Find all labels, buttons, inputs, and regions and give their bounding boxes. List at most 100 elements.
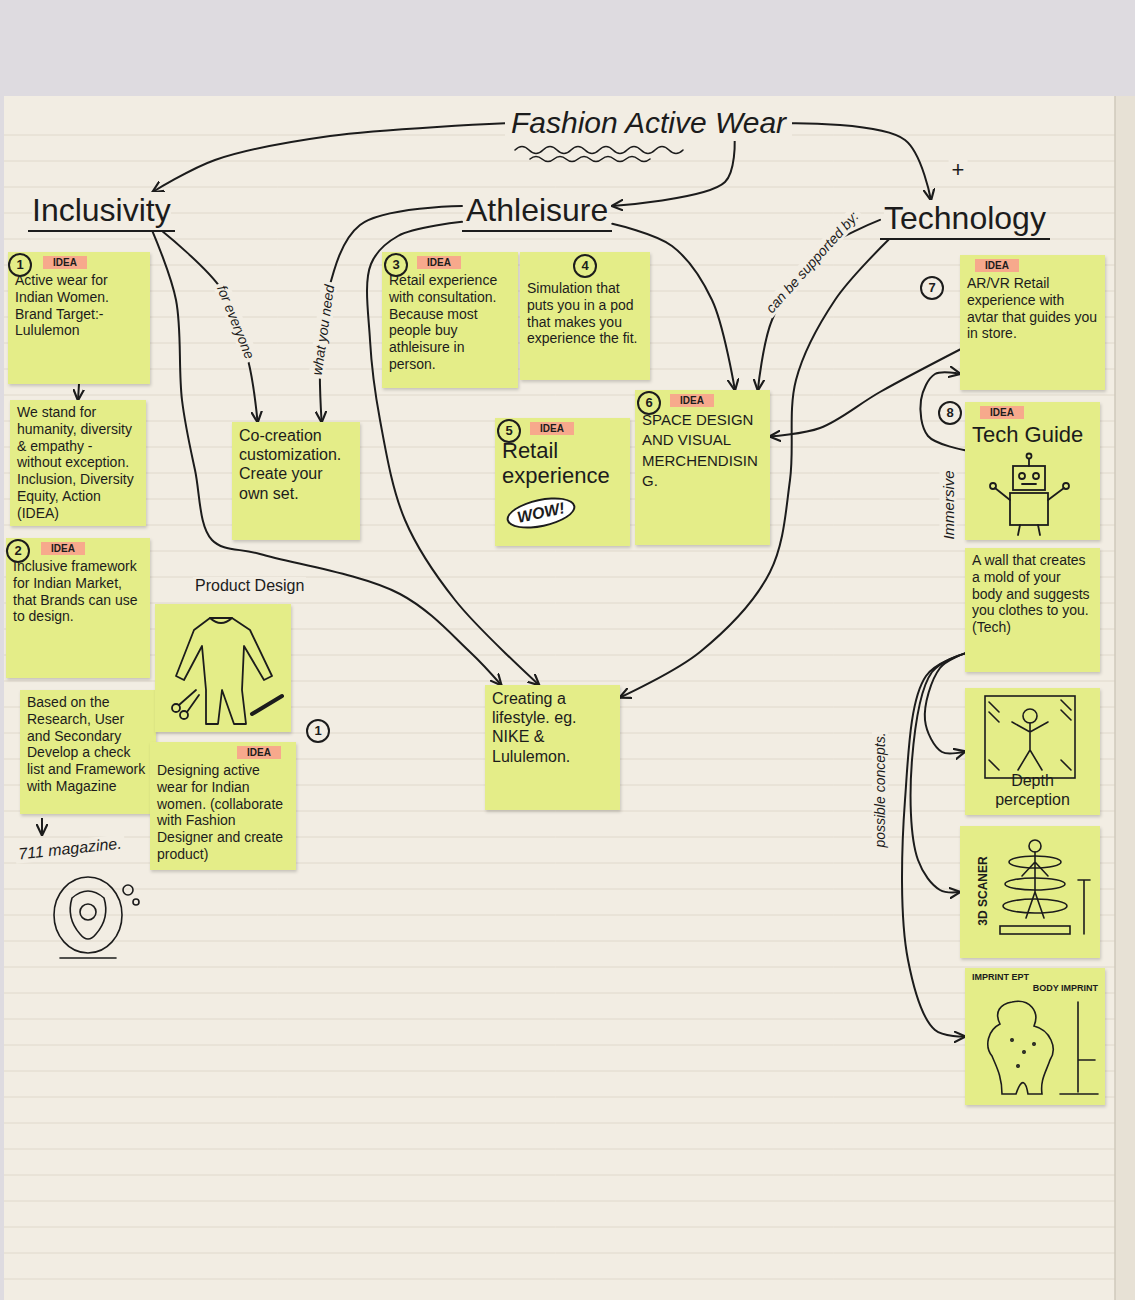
wavy-underline	[530, 157, 650, 162]
connector-arrow	[920, 372, 965, 450]
sticky-note: IDEA Inclusive framework for Indian Marke…	[6, 538, 150, 678]
3d-scanner-sketch	[1078, 880, 1090, 934]
idea-tag: IDEA	[530, 422, 574, 435]
depth-perception-sketch	[1012, 722, 1048, 770]
idea-tag: IDEA	[237, 746, 281, 759]
callout-number: 4	[573, 254, 597, 278]
bodysuit-sketch	[176, 618, 272, 724]
note-text: Designing active wear for Indian women. …	[157, 762, 289, 863]
body-imprint-sketch	[1033, 1043, 1035, 1045]
robot-sketch	[1027, 454, 1032, 459]
bodysuit-sketch	[210, 618, 232, 623]
robot-sketch	[990, 454, 1069, 536]
connector-arrow	[792, 123, 931, 200]
sheet-edge	[1114, 96, 1116, 1300]
sketch-note: 3D SCANER	[960, 826, 1100, 958]
branch-heading: Athleisure	[466, 192, 608, 229]
paper-sheet	[4, 96, 1115, 1300]
body-imprint-sketch	[988, 1001, 1098, 1094]
note-text: Inclusive framework for Indian Market, t…	[13, 558, 143, 625]
note-text: Retail experience with consultation. Bec…	[389, 272, 511, 373]
connector-arrow	[620, 240, 888, 698]
bodysuit-sketch	[252, 696, 282, 714]
robot-sketch	[1063, 483, 1069, 489]
body-imprint-sketch	[1023, 1051, 1025, 1053]
sticky-note: Co-creation customization. Create your o…	[232, 422, 360, 540]
sketch-heading: Product Design	[193, 577, 306, 595]
branch-heading-box: Inclusivity	[28, 192, 175, 232]
back-sheet	[1115, 96, 1135, 1300]
body-imprint-sketch	[1017, 1065, 1019, 1067]
sticky-note: IDEAAR/VR Retail experience with avtar t…	[960, 255, 1105, 390]
depth-perception-sketch	[1023, 709, 1037, 723]
note-text: Co-creation customization. Create your o…	[239, 426, 353, 503]
callout-number: 7	[920, 276, 944, 300]
branch-heading: Inclusivity	[32, 192, 171, 229]
leader-arrow	[41, 818, 43, 835]
magazine-sketch	[70, 891, 106, 939]
note-heading: Tech Guide	[972, 422, 1093, 447]
sticky-note: A wall that creates a mold of your body …	[965, 548, 1100, 672]
sticky-note: Based on the Research, User and Secondar…	[20, 690, 156, 814]
note-text: Based on the Research, User and Secondar…	[27, 694, 149, 795]
connector-arrow	[902, 653, 965, 1036]
connector-arrow	[612, 141, 734, 206]
idea-tag: IDEA	[417, 256, 461, 269]
robot-sketch	[990, 483, 996, 489]
3d-scanner-sketch	[1022, 852, 1048, 918]
callout-number: 8	[938, 401, 962, 425]
sketch-label: BODY IMPRINT	[972, 983, 1098, 994]
wall	[0, 0, 1135, 98]
note-text: A wall that creates a mold of your body …	[972, 552, 1093, 636]
sketch-note: IMPRINT EPTBODY IMPRINT	[965, 968, 1105, 1105]
robot-sketch	[1033, 473, 1039, 479]
note-heading: Retail experience	[502, 438, 623, 489]
magazine-sketch	[60, 957, 116, 959]
map-title: Fashion Active Wear	[505, 106, 792, 141]
sticky-note: IDEA Designing active wear for Indian wom…	[150, 742, 296, 870]
connector-group	[78, 123, 965, 1036]
note-text: We stand for humanity, diversity & empat…	[17, 404, 139, 522]
depth-perception-sketch	[985, 696, 1075, 778]
wavy-underline	[515, 147, 683, 154]
bodysuit-sketch	[172, 618, 282, 724]
branch-heading: Technology	[884, 200, 1046, 237]
note-text: Depth perception	[972, 771, 1093, 809]
depth-perception-sketch	[985, 696, 1075, 778]
note-text: Simulation that puts you in a pod that m…	[527, 280, 643, 347]
note-text: AR/VR Retail experience with avtar that …	[967, 275, 1098, 342]
magazine-sketch	[123, 885, 133, 895]
robot-sketch	[1010, 493, 1048, 525]
connector-arrow	[153, 123, 505, 192]
robot-sketch	[1019, 473, 1025, 479]
sketch-note: IDEATech Guide	[965, 402, 1100, 540]
sticky-note: IDEASPACE DESIGN AND VISUAL MERCHENDISIN…	[635, 390, 770, 545]
magazine-sketch	[54, 877, 139, 958]
connector-arrow	[78, 384, 79, 400]
3d-scanner-sketch	[1009, 856, 1061, 868]
ruled-lines	[4, 110, 1115, 1300]
magazine-sketch	[54, 877, 122, 953]
map-title-box: Fashion Active Wear	[505, 106, 792, 141]
body-imprint-sketch	[988, 1001, 1053, 1094]
callout-number: 1	[8, 253, 32, 277]
magazine-sketch	[80, 904, 96, 920]
sketch-label: 3D SCANER	[976, 843, 990, 939]
callout-number: 1	[306, 719, 330, 743]
idea-tag: IDEA	[41, 542, 85, 555]
robot-sketch	[995, 488, 1064, 535]
plus-sign: +	[949, 157, 968, 183]
body-imprint-sketch	[1011, 1039, 1013, 1041]
robot-sketch	[1013, 466, 1045, 490]
3d-scanner-sketch	[1000, 840, 1090, 934]
magazine-sketch	[133, 899, 139, 905]
sticky-note: We stand for humanity, diversity & empat…	[10, 400, 146, 526]
note-text: Creating a lifestyle. eg. NIKE & Lululem…	[492, 689, 613, 766]
3d-scanner-sketch	[1003, 899, 1067, 913]
callout-number: 5	[497, 419, 521, 443]
burst-text: WOW!	[504, 492, 578, 534]
side-note: Immersive	[940, 467, 957, 542]
sketch-label: IMPRINT EPT	[972, 972, 1098, 983]
idea-tag: IDEA	[670, 394, 714, 407]
3d-scanner-sketch	[1000, 926, 1070, 934]
